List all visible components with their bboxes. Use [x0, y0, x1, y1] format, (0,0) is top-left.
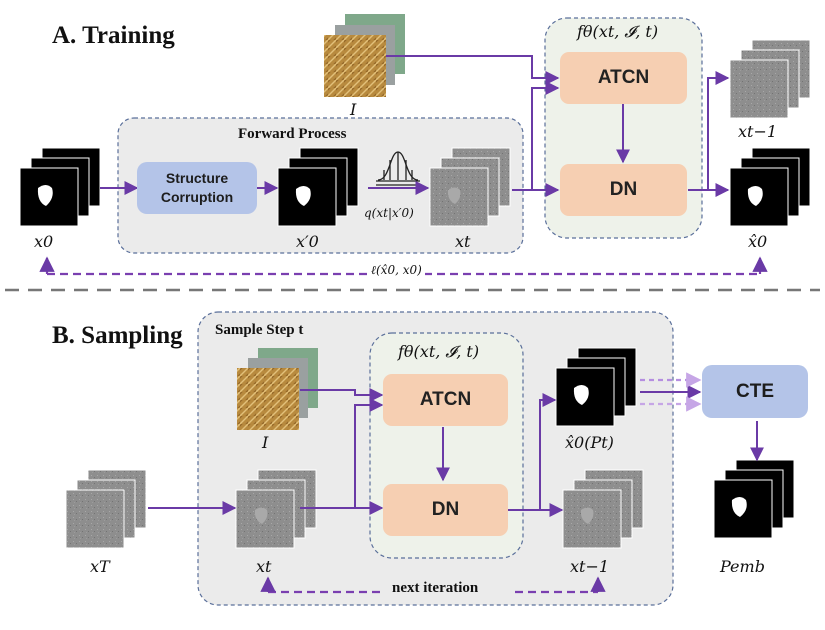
structure-corruption-module: Structure Corruption [137, 162, 257, 214]
sampling-input-image-stack [237, 348, 318, 430]
training-arrows [100, 55, 730, 197]
x0-prime-mask-stack [277, 147, 359, 227]
cte-module: CTE [702, 365, 808, 418]
training-dn-module: DN [560, 164, 687, 216]
forward-process-label: Forward Process [238, 126, 347, 142]
x-t-minus-1-sampling-label: xt−1 [570, 557, 610, 576]
x0-label: x0 [34, 232, 54, 251]
x0-hat-pt-stack [555, 347, 637, 427]
training-network-label: fθ(xt, 𝓘, t) [577, 22, 659, 41]
training-title: A. Training [52, 22, 175, 49]
x0-hat-training-label: x̂0 [748, 232, 768, 251]
sampling-network-label: fθ(xt, 𝓘, t) [398, 342, 480, 361]
training-atcn-module: ATCN [560, 52, 687, 104]
sampling-dn-module: DN [383, 484, 508, 536]
x0-prime-label: x′0 [296, 232, 319, 251]
x0-hat-pt-label: x̂0(Pt) [565, 433, 614, 452]
sampling-title: B. Sampling [52, 322, 183, 349]
training-input-image-stack [324, 14, 405, 97]
p-emb-stack [713, 459, 795, 539]
xt-sampling-label: xt [256, 557, 272, 576]
training-image-label: I [350, 100, 357, 119]
x-t-minus-1-sampling-stack [562, 469, 644, 549]
xt-label: xt [455, 232, 471, 251]
x-t-minus-1-training-label: xt−1 [738, 122, 778, 141]
xT-noise-stack [65, 469, 147, 549]
x-t-minus-1-training-stack [729, 39, 811, 119]
q-label: q(xt|x′0) [364, 206, 414, 220]
loss-label: ℓ(x̂0, x0) [368, 263, 425, 278]
xt-sampling-stack [235, 469, 317, 549]
x0-mask-stack [19, 147, 101, 227]
sampling-image-label: I [262, 433, 269, 452]
cte-light-dashed-arrows [640, 372, 702, 412]
x0-hat-training-stack [729, 147, 811, 227]
sampling-arrows [148, 385, 764, 517]
next-iteration-label: next iteration [392, 580, 479, 596]
xT-label: xT [90, 557, 110, 576]
next-iteration-dashed-arrow [260, 576, 606, 594]
p-emb-label: Pemb [720, 557, 765, 576]
gaussian-noise-icon [376, 151, 420, 186]
sampling-atcn-module: ATCN [383, 374, 508, 426]
sample-step-label: Sample Step t [215, 322, 304, 338]
xt-noisy-stack [429, 147, 511, 227]
